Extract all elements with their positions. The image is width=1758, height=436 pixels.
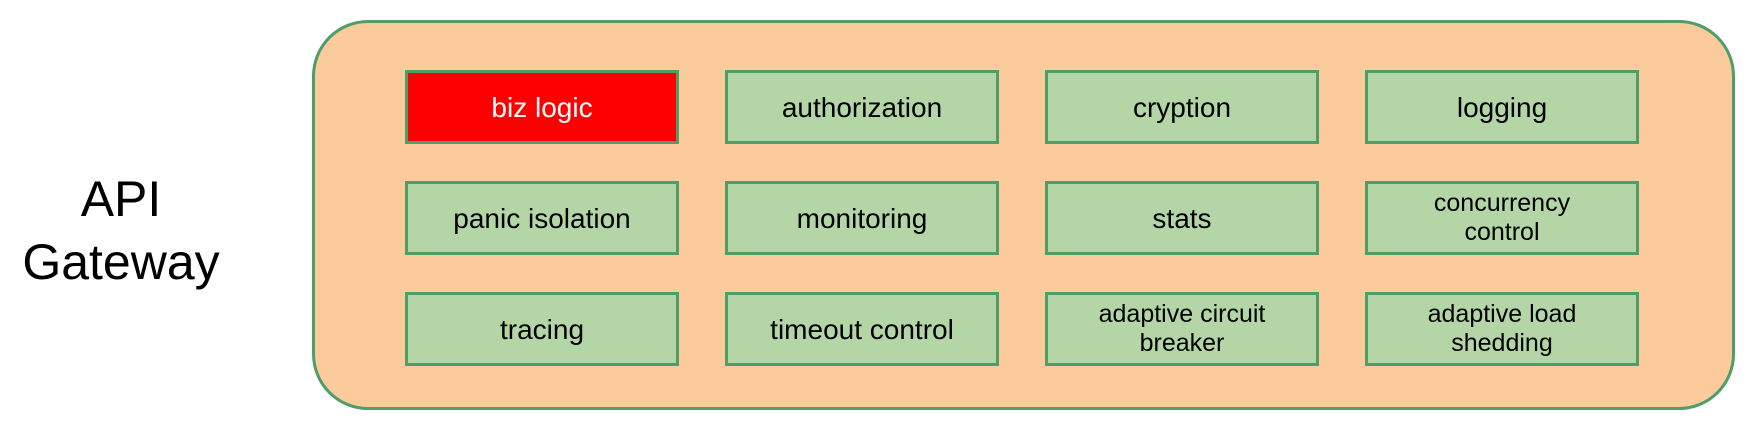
feature-grid: biz logic authorization cryption logging…: [405, 70, 1639, 366]
api-gateway-title: API Gateway: [22, 171, 220, 290]
feature-box-adaptive-circuit-breaker: adaptive circuit breaker: [1045, 292, 1319, 366]
feature-box-tracing: tracing: [405, 292, 679, 366]
feature-box-adaptive-load-shedding: adaptive load shedding: [1365, 292, 1639, 366]
feature-box-monitoring: monitoring: [725, 181, 999, 255]
feature-box-cryption: cryption: [1045, 70, 1319, 144]
feature-box-timeout-control: timeout control: [725, 292, 999, 366]
feature-box-stats: stats: [1045, 181, 1319, 255]
api-gateway-container: biz logic authorization cryption logging…: [312, 20, 1735, 410]
feature-box-concurrency-control: concurrency control: [1365, 181, 1639, 255]
feature-box-logging: logging: [1365, 70, 1639, 144]
feature-box-panic-isolation: panic isolation: [405, 181, 679, 255]
feature-box-biz-logic: biz logic: [405, 70, 679, 144]
feature-box-authorization: authorization: [725, 70, 999, 144]
